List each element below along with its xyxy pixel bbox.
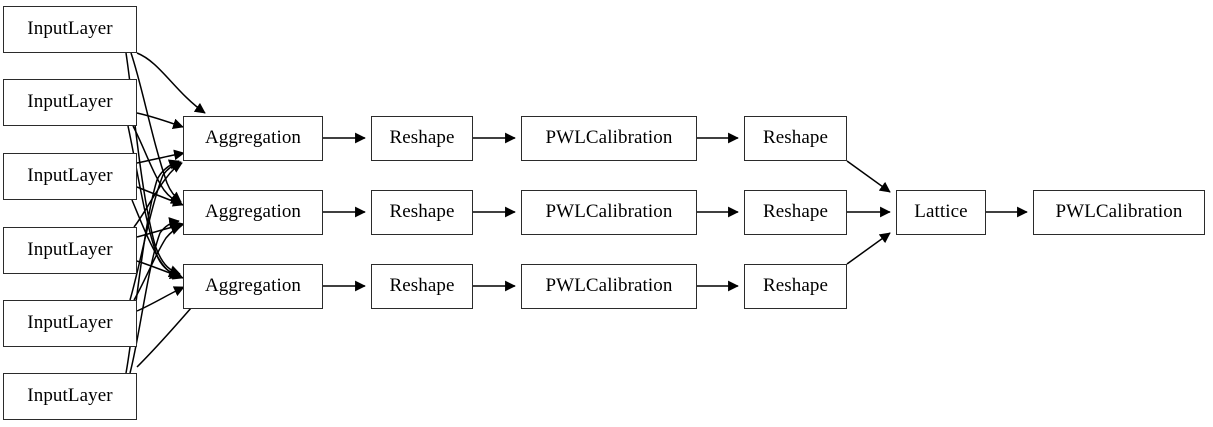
node-lattice[interactable]: Lattice xyxy=(896,190,986,235)
edge-input-4-to-aggregation-2 xyxy=(136,221,185,238)
edge-input-5-to-aggregation-3 xyxy=(136,286,185,312)
edge-input-4-to-aggregation-3 xyxy=(136,260,184,280)
edge-reshape-b1-to-lattice xyxy=(846,160,891,193)
edge-input-4-to-aggregation-1 xyxy=(133,162,183,228)
node-aggregation-3[interactable]: Aggregation xyxy=(183,264,323,309)
edge-input-2-to-aggregation-1 xyxy=(136,112,184,129)
node-label: PWLCalibration xyxy=(545,127,673,148)
node-label: InputLayer xyxy=(27,18,113,39)
node-pwl-calibration-output[interactable]: PWLCalibration xyxy=(1033,190,1205,235)
node-label: InputLayer xyxy=(27,385,113,406)
node-aggregation-2[interactable]: Aggregation xyxy=(183,190,323,235)
node-label: Lattice xyxy=(914,201,968,222)
node-label: PWLCalibration xyxy=(1055,201,1183,222)
node-reshape-b2[interactable]: Reshape xyxy=(744,190,847,235)
node-aggregation-1[interactable]: Aggregation xyxy=(183,116,323,161)
edge-input-2-to-aggregation-2 xyxy=(132,125,182,205)
node-label: Reshape xyxy=(389,201,455,222)
node-reshape-a3[interactable]: Reshape xyxy=(371,264,473,309)
node-input-layer-4[interactable]: InputLayer xyxy=(3,227,137,274)
node-pwl-calibration-3[interactable]: PWLCalibration xyxy=(521,264,697,309)
node-label: Reshape xyxy=(762,201,829,222)
node-label: Aggregation xyxy=(204,127,302,148)
node-label: Aggregation xyxy=(204,201,302,222)
edge-input-5-to-aggregation-1 xyxy=(129,160,182,301)
node-label: Aggregation xyxy=(204,275,302,296)
node-label: InputLayer xyxy=(27,91,113,112)
node-label: PWLCalibration xyxy=(545,201,673,222)
edge-input-3-to-aggregation-1 xyxy=(136,149,185,164)
edge-input-1-to-aggregation-2 xyxy=(130,52,182,203)
edge-input-3-to-aggregation-2 xyxy=(136,186,184,207)
node-label: InputLayer xyxy=(27,239,113,260)
edge-input-6-to-aggregation-2 xyxy=(129,217,180,374)
node-reshape-a2[interactable]: Reshape xyxy=(371,190,473,235)
node-label: InputLayer xyxy=(27,165,113,186)
edge-input-5-to-aggregation-2 xyxy=(133,224,182,301)
node-input-layer-5[interactable]: InputLayer xyxy=(3,300,137,347)
node-input-layer-2[interactable]: InputLayer xyxy=(3,79,137,126)
edge-input-1-to-aggregation-1 xyxy=(136,52,206,114)
node-label: Reshape xyxy=(389,127,455,148)
node-input-layer-1[interactable]: InputLayer xyxy=(3,6,137,53)
node-label: Reshape xyxy=(762,275,829,296)
node-input-layer-6[interactable]: InputLayer xyxy=(3,373,137,420)
node-label: PWLCalibration xyxy=(545,275,673,296)
node-label: InputLayer xyxy=(27,312,113,333)
node-reshape-a1[interactable]: Reshape xyxy=(371,116,473,161)
node-label: Reshape xyxy=(762,127,829,148)
node-input-layer-3[interactable]: InputLayer xyxy=(3,153,137,200)
node-pwl-calibration-1[interactable]: PWLCalibration xyxy=(521,116,697,161)
edge-reshape-b3-to-lattice xyxy=(846,232,891,265)
node-reshape-b1[interactable]: Reshape xyxy=(744,116,847,161)
edge-input-3-to-aggregation-3 xyxy=(131,199,181,279)
node-reshape-b3[interactable]: Reshape xyxy=(744,264,847,309)
node-pwl-calibration-2[interactable]: PWLCalibration xyxy=(521,190,697,235)
node-label: Reshape xyxy=(389,275,455,296)
